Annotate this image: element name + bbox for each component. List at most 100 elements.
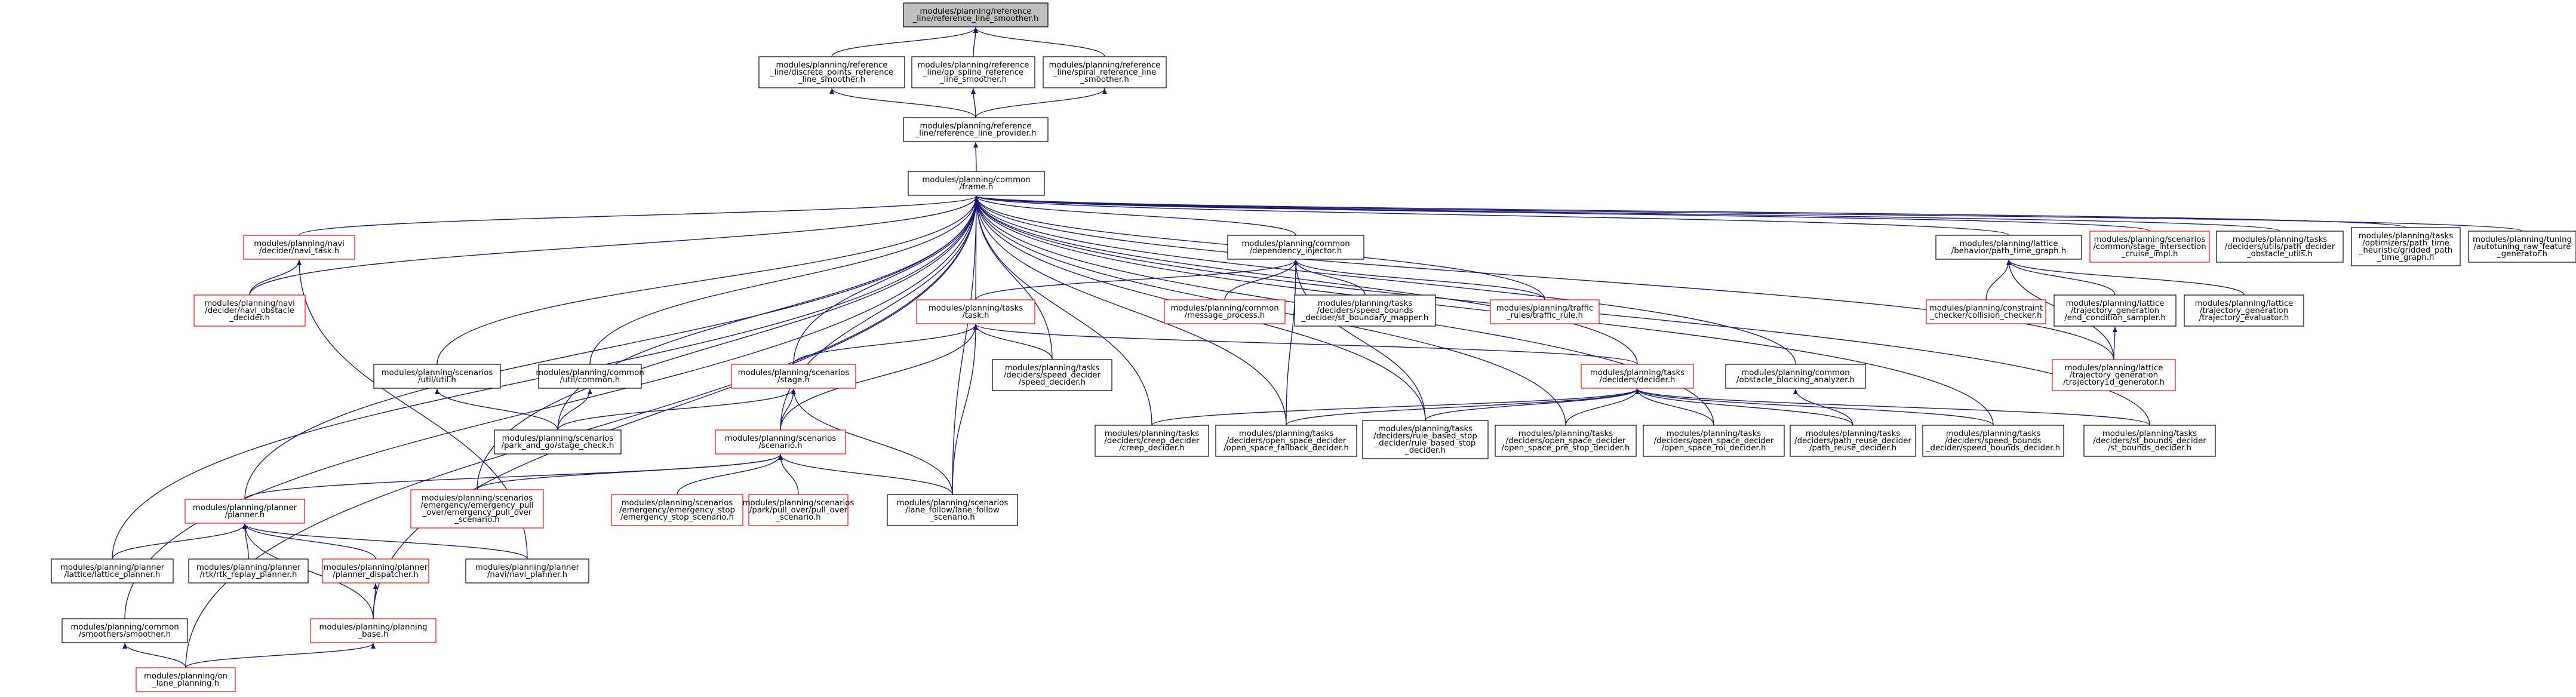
graph-node-n42[interactable]: modules/planning/scenarios/lane_follow/l…	[887, 494, 1018, 526]
graph-node-n32[interactable]: modules/planning/tasks/deciders/rule_bas…	[1362, 420, 1489, 459]
graph-node-n11[interactable]: modules/planning/tasks/deciders/speed_bo…	[1294, 294, 1436, 327]
graph-node-n14[interactable]: modules/planning/scenarios/common/stage_…	[2089, 231, 2210, 263]
graph-node-n16[interactable]: modules/planning/tasks/optimizers/path_t…	[2351, 227, 2461, 266]
graph-node-n3[interactable]: modules/planning/reference_line/spiral_r…	[1043, 56, 1167, 88]
node-label-line: modules/planning/tasks	[1518, 429, 1613, 438]
node-label-line: modules/planning/tasks	[2102, 429, 2197, 438]
edge-n7-n6	[249, 259, 302, 296]
node-box	[1164, 299, 1286, 324]
edge-n4-n3	[975, 88, 1107, 118]
graph-node-n35[interactable]: modules/planning/tasks/deciders/path_reu…	[1790, 425, 1916, 457]
graph-node-n34[interactable]: modules/planning/tasks/deciders/open_spa…	[1643, 425, 1785, 457]
edge-n28-n23	[557, 388, 592, 431]
node-label-line: modules/planning/tasks	[1667, 429, 1761, 438]
edge-n29-n9	[780, 324, 978, 431]
node-box	[916, 299, 1035, 324]
node-box	[992, 359, 1112, 391]
graph-node-n12[interactable]: modules/planning/traffic_rules/traffic_r…	[1490, 299, 1600, 324]
edge-n38-n5	[244, 195, 979, 500]
node-label-line: _decider.h	[229, 314, 270, 323]
graph-node-n13[interactable]: modules/planning/lattice/behavior/path_t…	[1935, 235, 2082, 260]
node-box	[2351, 227, 2461, 266]
graph-node-n26[interactable]: modules/planning/tasks/deciders/decider.…	[1581, 364, 1694, 389]
graph-node-n21[interactable]: modules/planning/lattice/trajectory_gene…	[2052, 359, 2176, 391]
edge-n48-n45	[373, 583, 378, 619]
node-label-line: modules/planning/navi	[254, 240, 345, 248]
node-label-line: /emergency/emergency_stop	[619, 506, 735, 515]
node-box	[185, 499, 305, 524]
graph-node-n22[interactable]: modules/planning/scenarios/util/util.h	[373, 364, 501, 389]
graph-node-n20[interactable]: modules/planning/lattice/trajectory_gene…	[2184, 294, 2304, 327]
node-label-line: _over/emergency_pull_over	[422, 508, 532, 517]
graph-node-n40[interactable]: modules/planning/scenarios/emergency/eme…	[611, 494, 743, 526]
edge-n43-n38	[112, 523, 247, 560]
graph-node-n27[interactable]: modules/planning/common/obstacle_blockin…	[1725, 364, 1866, 389]
node-label-line: /decider/navi_obstacle	[205, 306, 294, 315]
graph-node-n31[interactable]: modules/planning/tasks/deciders/open_spa…	[1215, 425, 1357, 457]
node-label-line: modules/planning/scenarios	[743, 499, 854, 508]
edge-n26-n5	[974, 195, 1638, 365]
graph-node-n9[interactable]: modules/planning/tasks/task.h	[916, 299, 1035, 324]
node-label-line: /deciders/decider.h	[1600, 376, 1676, 385]
node-label-line: _line_smoother.h	[939, 75, 1007, 84]
graph-node-n37[interactable]: modules/planning/tasks/deciders/st_bound…	[2083, 425, 2216, 457]
node-box	[1926, 299, 2046, 324]
graph-node-n23[interactable]: modules/planning/common/util/common.h	[536, 364, 644, 389]
node-label-line: /planner_dispatcher.h	[333, 570, 419, 579]
edge-n24-n9	[793, 324, 978, 365]
node-box	[2468, 231, 2576, 263]
graph-node-n4[interactable]: modules/planning/reference_line/referenc…	[903, 117, 1049, 142]
graph-node-n1[interactable]: modules/planning/reference_line/discrete…	[758, 56, 905, 88]
graph-node-n19[interactable]: modules/planning/lattice/trajectory_gene…	[2054, 294, 2177, 327]
edge-n39-n29	[477, 454, 783, 490]
graph-node-n30[interactable]: modules/planning/tasks/deciders/creep_de…	[1095, 425, 1209, 457]
graph-node-n7[interactable]: modules/planning/navi/decider/navi_obsta…	[193, 294, 306, 327]
graph-node-n41[interactable]: modules/planning/scenarios/park/pull_ove…	[743, 494, 854, 526]
node-box	[1935, 235, 2082, 260]
node-label-line: /speed_decider.h	[1019, 378, 1086, 387]
graph-node-n36[interactable]: modules/planning/tasks/deciders/speed_bo…	[1922, 425, 2064, 457]
edge-n15-n5	[974, 195, 2280, 232]
graph-node-n49[interactable]: modules/planning/on_lane_planning.h	[136, 667, 236, 692]
node-box	[188, 558, 309, 584]
edge-n30-n26	[1151, 388, 1640, 426]
edge-n27-n5	[974, 195, 1796, 365]
graph-node-n48[interactable]: modules/planning/planning_base.h	[310, 618, 436, 643]
graph-node-n38[interactable]: modules/planning/planner/planner.h	[185, 499, 305, 524]
graph-node-n33[interactable]: modules/planning/tasks/deciders/open_spa…	[1495, 425, 1637, 457]
node-box	[494, 429, 622, 455]
edge-n45-n38	[242, 523, 376, 560]
node-label-line: modules/planning/planning	[319, 623, 427, 632]
edge-n42-n24	[791, 388, 953, 495]
graph-node-n29[interactable]: modules/planning/scenarios/scenario.h	[715, 429, 846, 455]
node-label-line: modules/planning/lattice	[2065, 364, 2163, 373]
node-label-line: modules/planning/tasks	[1590, 369, 1684, 377]
node-label-line: /deciders/speed_decider	[1004, 371, 1101, 380]
edge-n25-n9	[973, 324, 1053, 360]
graph-node-n2[interactable]: modules/planning/reference_line/qp_splin…	[911, 56, 1035, 88]
graph-node-n25[interactable]: modules/planning/tasks/deciders/speed_de…	[992, 359, 1112, 391]
graph-node-n5[interactable]: modules/planning/common/frame.h	[908, 171, 1045, 196]
edge-n34-n26	[1635, 388, 1714, 426]
graph-node-n47[interactable]: modules/planning/common/smoothers/smooth…	[62, 618, 188, 643]
graph-node-n17[interactable]: modules/planning/tuning/autotuning_raw_f…	[2468, 231, 2576, 263]
graph-node-n46[interactable]: modules/planning/planner/navi/navi_plann…	[465, 558, 589, 584]
node-label-line: _line/discrete_points_reference	[770, 68, 893, 77]
edge-n4-n2	[971, 88, 976, 118]
graph-node-n6[interactable]: modules/planning/navi/decider/navi_task.…	[243, 235, 355, 260]
graph-node-n24[interactable]: modules/planning/scenarios/stage.h	[731, 364, 856, 389]
graph-node-n10[interactable]: modules/planning/common/message_process.…	[1164, 299, 1286, 324]
graph-node-n43[interactable]: modules/planning/planner/lattice/lattice…	[51, 558, 174, 584]
edge-n35-n27	[1793, 388, 1853, 426]
graph-node-n18[interactable]: modules/planning/constraint_checker/coll…	[1926, 299, 2046, 324]
node-label-line: modules/planning/reference	[776, 61, 888, 70]
graph-node-n28[interactable]: modules/planning/scenarios/park_and_go/s…	[494, 429, 622, 455]
graph-node-n8[interactable]: modules/planning/common/dependency_injec…	[1227, 235, 1364, 260]
graph-node-n0[interactable]: modules/planning/reference_line/referenc…	[903, 2, 1049, 27]
graph-node-n15[interactable]: modules/planning/tasks/deciders/utils/pa…	[2216, 231, 2344, 263]
graph-node-n39[interactable]: modules/planning/scenarios/emergency/eme…	[410, 489, 544, 529]
graph-node-n45[interactable]: modules/planning/planner/planner_dispatc…	[322, 558, 429, 584]
edge-n29-n24	[780, 388, 796, 431]
edge-n48-n5	[373, 195, 979, 619]
graph-node-n44[interactable]: modules/planning/planner/rtk/rtk_replay_…	[188, 558, 309, 584]
